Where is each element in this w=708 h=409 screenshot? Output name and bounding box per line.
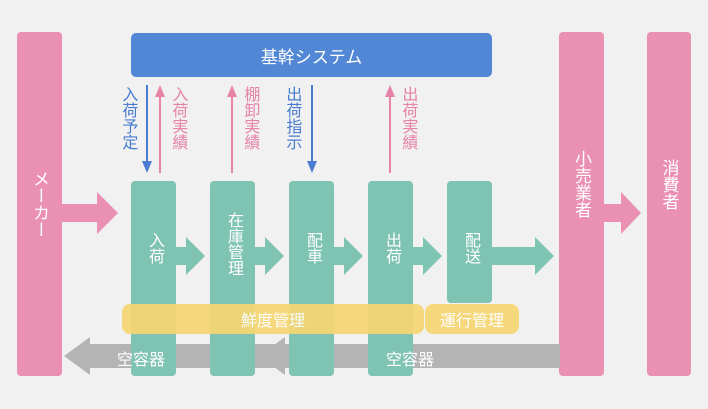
delivery-label: 配送: [462, 232, 481, 264]
operation-management-label: 運行管理: [439, 311, 504, 330]
dispatch-label: 配車: [304, 232, 323, 264]
outbound-to-delivery-arrow: [413, 237, 442, 275]
consumer-label: 消費者: [658, 158, 679, 210]
inbound-label: 入荷: [146, 232, 165, 264]
maker-to-inbound-arrow: [62, 192, 118, 234]
freshness-management-label: 鮮度管理: [240, 311, 305, 330]
core-system-label: 基幹システム: [260, 47, 363, 68]
retailer-label: 小売業者: [571, 150, 591, 218]
delivery-to-retailer-arrow: [492, 237, 554, 275]
shipping-result-arrowhead: [385, 85, 395, 97]
stocktake-result-label: 棚卸実績: [241, 86, 261, 150]
shipping-result-label: 出荷実績: [399, 86, 419, 150]
operation-management-bar: 運行管理: [425, 304, 519, 334]
maker-label: メーカー: [29, 170, 49, 238]
inbound-result-arrowhead: [155, 85, 165, 97]
inventory-label: 在庫管理: [225, 212, 244, 276]
shipping-instruction-label: 出荷指示: [283, 86, 303, 150]
inbound-result-label: 入荷実績: [169, 86, 189, 150]
retailer-bar: 小売業者: [559, 32, 604, 376]
outbound-bar: [368, 181, 413, 376]
outbound-label: 出荷: [383, 232, 402, 264]
inbound-plan-arrowhead: [142, 161, 152, 173]
delivery-bar: [447, 181, 492, 303]
inbound-to-inventory-arrow: [176, 237, 205, 275]
consumer-bar: 消費者: [647, 32, 691, 376]
dispatch-bar: [289, 181, 334, 376]
freshness-management-bar: 鮮度管理: [122, 304, 424, 334]
inbound-plan-label: 入荷予定: [119, 86, 139, 150]
maker-bar: メーカー: [17, 32, 62, 376]
stocktake-result-arrowhead: [227, 85, 237, 97]
retailer-to-consumer-arrow: [604, 192, 641, 234]
dispatch-to-outbound-arrow: [334, 237, 363, 275]
core-system-box: 基幹システム: [131, 33, 492, 77]
empty-container-label-left: 空容器: [117, 350, 166, 369]
inventory-bar: [210, 181, 255, 376]
empty-container-label-right: 空容器: [386, 350, 435, 369]
inventory-to-dispatch-arrow: [255, 237, 284, 275]
inbound-bar: [131, 181, 176, 376]
shipping-instruction-arrowhead: [307, 161, 317, 173]
